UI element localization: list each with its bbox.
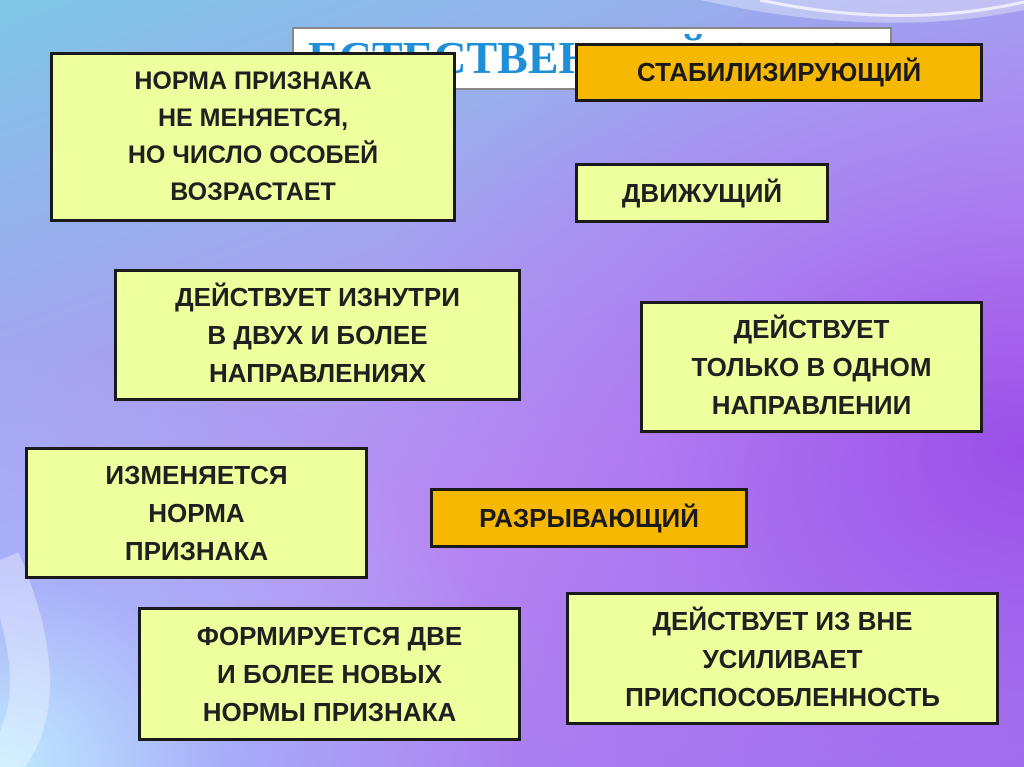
type-card-stabilizing[interactable]: СТАБИЛИЗИРУЮЩИЙ <box>575 43 983 102</box>
statement-card-3[interactable]: ДЕЙСТВУЕТ ТОЛЬКО В ОДНОМ НАПРАВЛЕНИИ <box>640 301 983 433</box>
statement-card-2[interactable]: ДЕЙСТВУЕТ ИЗНУТРИ В ДВУХ И БОЛЕЕ НАПРАВЛ… <box>114 269 521 401</box>
type-card-driving[interactable]: ДВИЖУЩИЙ <box>575 163 829 223</box>
type-card-disruptive[interactable]: РАЗРЫВАЮЩИЙ <box>430 488 748 548</box>
statement-card-1[interactable]: НОРМА ПРИЗНАКА НЕ МЕНЯЕТСЯ, НО ЧИСЛО ОСО… <box>50 52 456 222</box>
statement-card-6[interactable]: ДЕЙСТВУЕТ ИЗ ВНЕ УСИЛИВАЕТ ПРИСПОСОБЛЕНН… <box>566 592 999 725</box>
statement-card-4[interactable]: ИЗМЕНЯЕТСЯ НОРМА ПРИЗНАКА <box>25 447 368 579</box>
statement-card-5[interactable]: ФОРМИРУЕТСЯ ДВЕ И БОЛЕЕ НОВЫХ НОРМЫ ПРИЗ… <box>138 607 521 741</box>
